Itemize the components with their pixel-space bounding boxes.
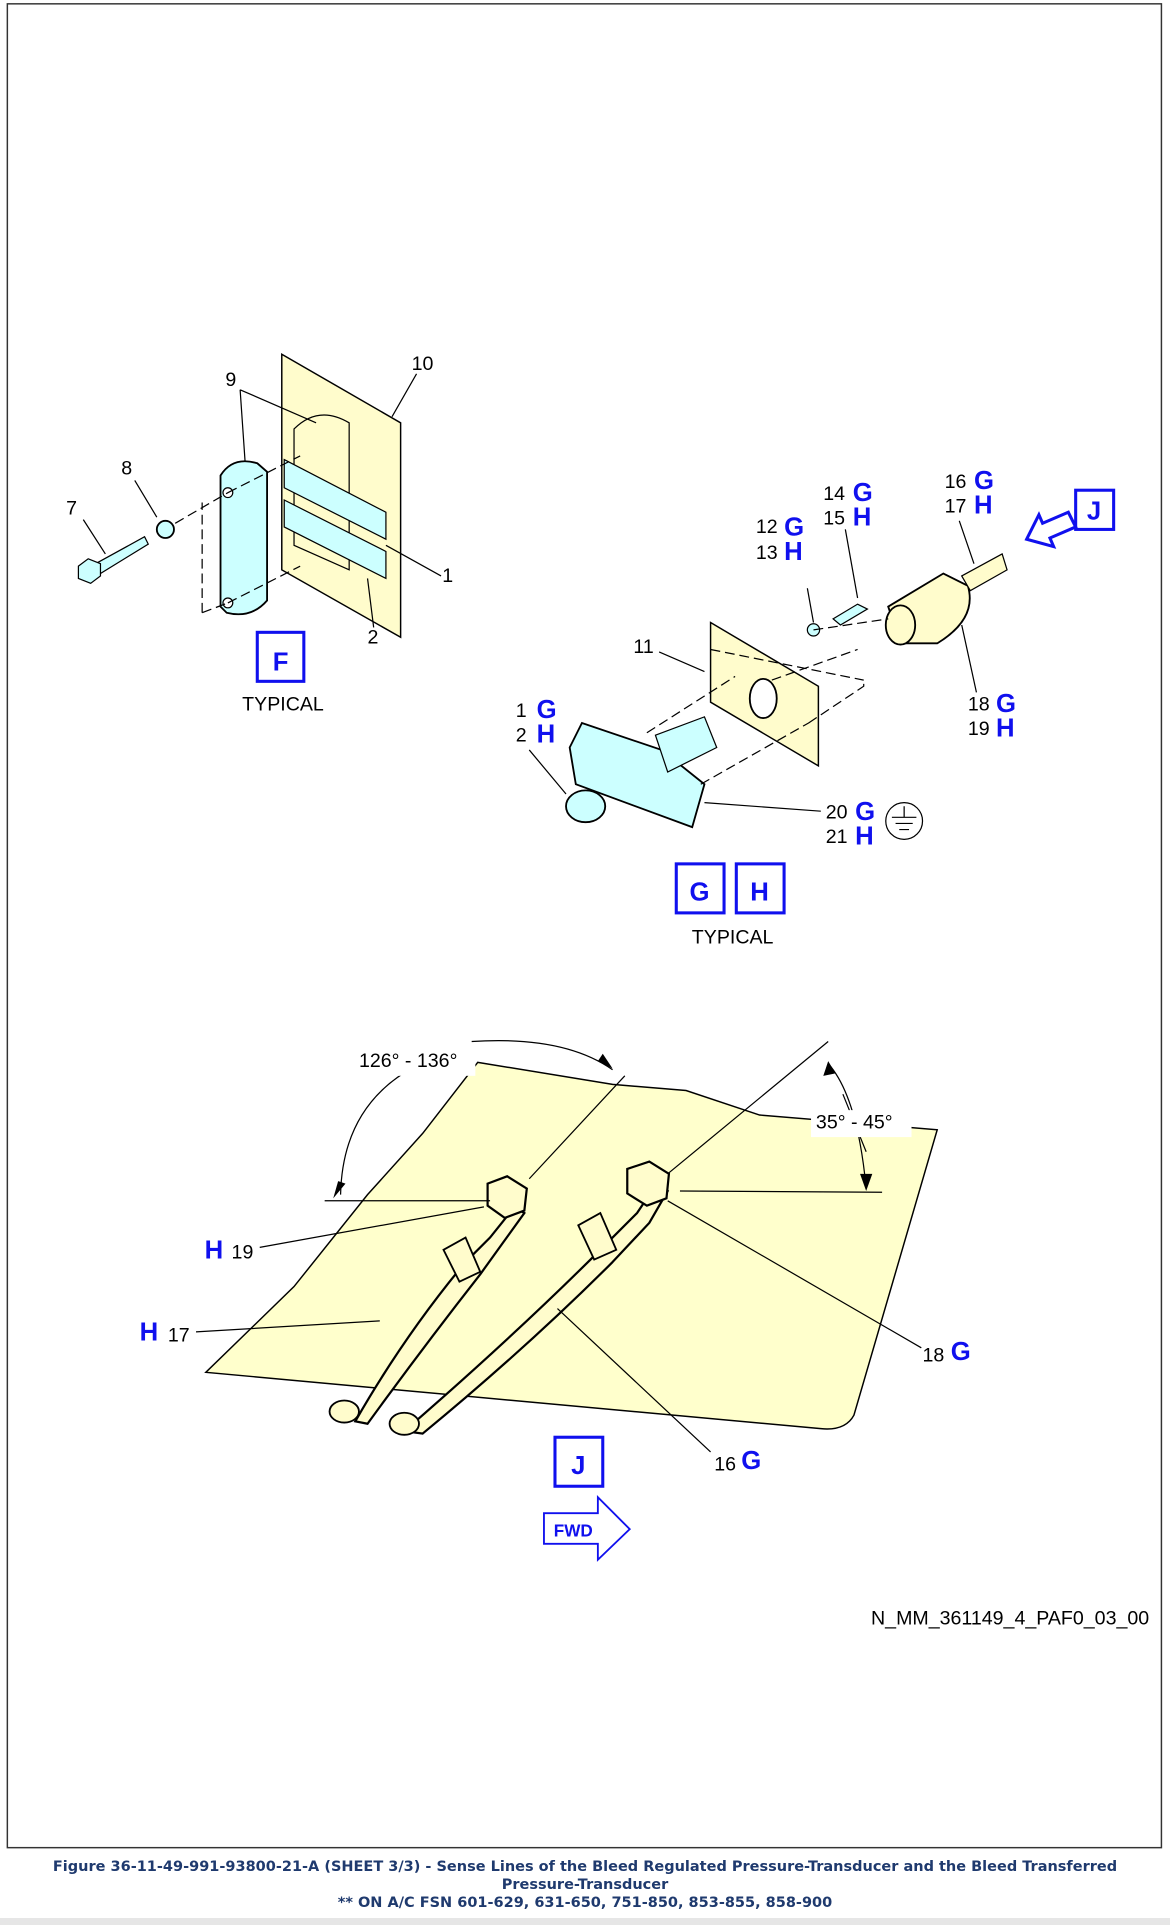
- sense-line-2: [283, 499, 387, 580]
- callout-7: 7: [66, 498, 77, 520]
- suffix-h: H: [974, 491, 993, 519]
- suffix-h: H: [855, 822, 874, 850]
- view-label-f-box: [255, 630, 306, 683]
- view-label-g: G: [690, 879, 710, 907]
- suffix-g: G: [996, 690, 1016, 718]
- figure-caption: Figure 36-11-49-991-93800-21-A (SHEET 3/…: [0, 1858, 1170, 1912]
- view-f: 9 10 8 7 1 2 F TYPICAL: [66, 352, 453, 716]
- suffix-g: G: [537, 696, 557, 724]
- washer-8: [155, 519, 175, 539]
- view-label-g-box: [674, 862, 726, 915]
- view-gh: 11 12 G 13 H 14 G 15 H 16 G 17 H 18 G 19…: [516, 467, 1116, 949]
- bolt-14: [832, 603, 869, 626]
- suffix-g: G: [741, 1447, 761, 1475]
- callout-14: 14: [823, 483, 845, 505]
- suffix-h: H: [205, 1236, 224, 1264]
- callout-19: 19: [232, 1241, 254, 1263]
- nut-18: [626, 1160, 671, 1207]
- view-gh-note: TYPICAL: [692, 927, 774, 949]
- callout-1: 1: [516, 700, 527, 722]
- callout-18: 18: [968, 694, 990, 716]
- drawing-id: N_MM_361149_4_PAF0_03_00: [871, 1608, 1149, 1630]
- callout-2: 2: [368, 626, 379, 648]
- nut-19: [486, 1175, 528, 1220]
- callout-20: 20: [826, 802, 848, 824]
- fwd-label: FWD: [554, 1520, 593, 1540]
- caption-title: Figure 36-11-49-991-93800-21-A (SHEET 3/…: [52, 1859, 1118, 1893]
- view-j-arrow-icon: [1024, 510, 1078, 549]
- callout-11: 11: [633, 636, 653, 658]
- callout-2: 2: [516, 724, 527, 746]
- view-label-h-box: [734, 862, 786, 915]
- drawing-frame: [6, 3, 1163, 1849]
- callout-8: 8: [121, 457, 132, 479]
- suffix-h: H: [996, 714, 1015, 742]
- callout-13: 13: [756, 542, 778, 564]
- suffix-g: G: [855, 798, 875, 826]
- callout-12: 12: [756, 516, 778, 538]
- suffix-h: H: [140, 1318, 159, 1346]
- callout-18: 18: [923, 1344, 945, 1366]
- footer-bar: [0, 1918, 1170, 1925]
- suffix-g: G: [974, 467, 994, 495]
- suffix-g: G: [784, 514, 804, 542]
- callout-16: 16: [714, 1453, 736, 1475]
- view-ref-j: J: [1087, 498, 1101, 526]
- callout-15: 15: [823, 508, 845, 530]
- fwd-arrow-icon: [543, 1495, 632, 1562]
- view-label-j: J: [571, 1452, 585, 1480]
- view-label-f: F: [273, 648, 289, 676]
- ground-icon: [885, 802, 924, 840]
- view-j: 126° - 136° 35° - 45° H 19 H 17 18 G 16 …: [140, 1039, 971, 1562]
- clamp-9: [219, 460, 268, 616]
- callout-9: 9: [225, 369, 236, 391]
- angle-126-136: 126° - 136°: [359, 1050, 457, 1072]
- callout-17: 17: [168, 1325, 190, 1347]
- callout-17: 17: [945, 495, 967, 517]
- caption-effectivity: ** ON A/C FSN 601-629, 631-650, 751-850,…: [337, 1895, 833, 1911]
- callout-19: 19: [968, 718, 990, 740]
- view-f-note: TYPICAL: [242, 694, 324, 716]
- suffix-h: H: [784, 538, 803, 566]
- callout-1: 1: [442, 565, 453, 587]
- view-label-h: H: [750, 879, 769, 907]
- suffix-h: H: [537, 721, 556, 749]
- sense-line-1: [283, 458, 387, 541]
- view-ref-j-box: [1074, 488, 1116, 531]
- suffix-g: G: [853, 479, 873, 507]
- callout-16: 16: [945, 471, 967, 493]
- callout-21: 21: [826, 826, 848, 848]
- callout-10: 10: [412, 353, 434, 375]
- hose-17: [353, 1205, 526, 1425]
- view-label-j-box: [553, 1435, 605, 1488]
- suffix-g: G: [951, 1338, 971, 1366]
- suffix-h: H: [853, 504, 872, 532]
- angle-35-45: 35° - 45°: [816, 1112, 893, 1134]
